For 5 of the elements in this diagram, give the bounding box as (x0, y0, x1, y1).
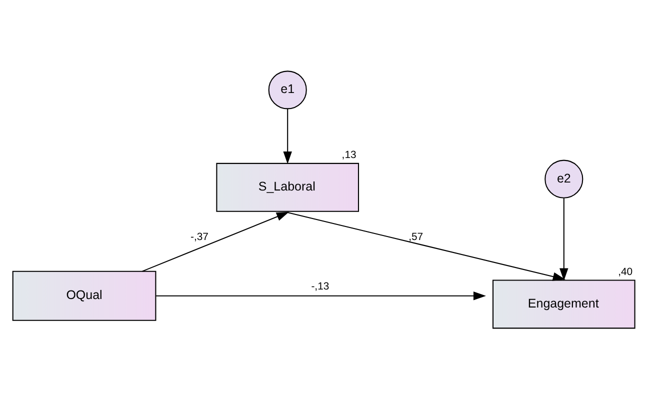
node-label: ,40 (618, 267, 633, 278)
edge-label: ,57 (408, 232, 424, 244)
edge-label: -,37 (190, 232, 208, 244)
edge-label: -,13 (311, 282, 330, 293)
node-label: ,13 (342, 150, 356, 162)
